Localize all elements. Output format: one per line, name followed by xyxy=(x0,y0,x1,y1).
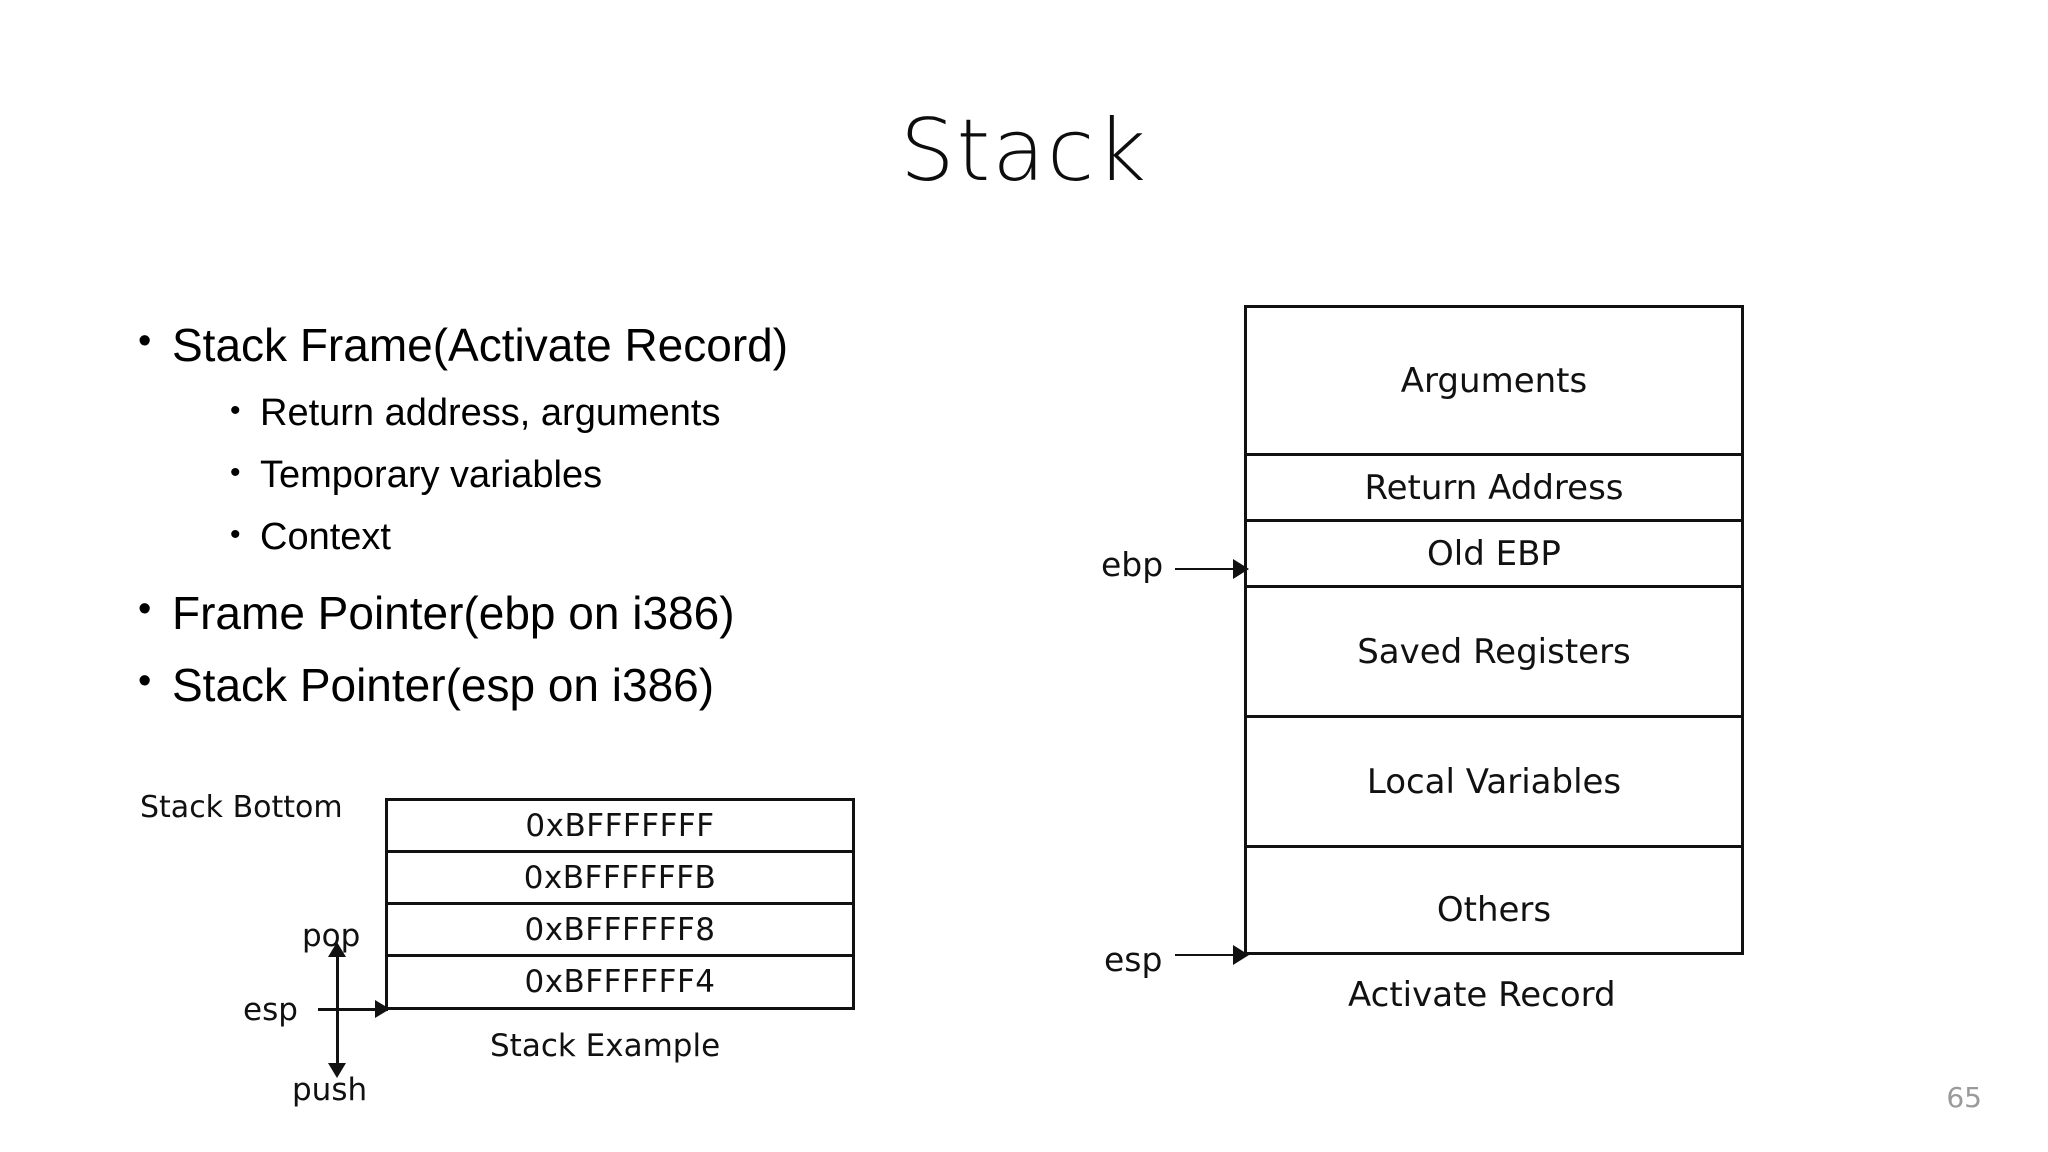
bullet-marker-icon: • xyxy=(230,394,241,427)
bullet-text: Stack Pointer(esp on i386) xyxy=(172,659,715,711)
esp-pointer-arrow-icon-right xyxy=(1175,945,1249,965)
bullet-marker-icon: • xyxy=(230,456,241,489)
stack-example-box: 0xBFFFFFFF 0xBFFFFFFB 0xBFFFFFF8 0xBFFFF… xyxy=(385,798,855,1010)
stack-cell-1: 0xBFFFFFFB xyxy=(388,853,852,905)
frame-cell-saved-registers: Saved Registers xyxy=(1247,588,1741,718)
esp-label-right: esp xyxy=(1104,940,1163,979)
frame-cell-arguments: Arguments xyxy=(1247,308,1741,456)
bullet-marker-icon: • xyxy=(138,320,152,362)
frame-cell-return-address: Return Address xyxy=(1247,456,1741,522)
bullet-text: Temporary variables xyxy=(260,454,603,496)
frame-cell-old-ebp: Old EBP xyxy=(1247,522,1741,588)
arrowhead-up-icon xyxy=(328,942,346,957)
bullet-text: Context xyxy=(260,516,391,558)
arrowhead-down-icon xyxy=(328,1063,346,1078)
frame-cell-local-variables: Local Variables xyxy=(1247,718,1741,848)
bullet-marker-icon: • xyxy=(230,518,241,551)
bullet-marker-icon: • xyxy=(138,588,152,630)
stack-example-caption: Stack Example xyxy=(490,1028,721,1064)
bullet-marker-icon: • xyxy=(138,660,152,702)
activate-record-box: Arguments Return Address Old EBP Saved R… xyxy=(1244,305,1744,955)
page-number: 65 xyxy=(1946,1081,1982,1114)
bullet-level2-temporary-variables: • Temporary variables xyxy=(230,456,1038,494)
esp-pointer-arrow-icon-left xyxy=(318,1000,390,1018)
page-title: Stack xyxy=(899,101,1149,201)
bullet-text: Return address, arguments xyxy=(260,392,721,434)
bullet-level1-stack-pointer: • Stack Pointer(esp on i386) xyxy=(138,659,1038,711)
stack-bottom-label: Stack Bottom xyxy=(140,790,343,825)
bullet-list: • Stack Frame(Activate Record) • Return … xyxy=(138,319,1038,734)
bullet-level2-return-address: • Return address, arguments xyxy=(230,394,1038,432)
stack-cell-3: 0xBFFFFFF4 xyxy=(524,964,716,1000)
arrowhead-right-icon xyxy=(1233,559,1249,579)
arrowhead-right-icon xyxy=(375,1000,390,1018)
stack-cell-2: 0xBFFFFFF8 xyxy=(388,905,852,957)
activate-record-caption: Activate Record xyxy=(1348,975,1616,1015)
bullet-level2-context: • Context xyxy=(230,518,1038,556)
stack-cell-0: 0xBFFFFFFF xyxy=(388,801,852,853)
arrowhead-right-icon xyxy=(1233,945,1249,965)
bullet-level1-frame-pointer: • Frame Pointer(ebp on i386) xyxy=(138,587,1038,639)
frame-cell-others: Others xyxy=(1436,890,1552,930)
bullet-text: Stack Frame(Activate Record) xyxy=(172,319,789,371)
push-label: push xyxy=(292,1072,368,1108)
ebp-pointer-arrow-icon xyxy=(1175,559,1249,579)
ebp-label: ebp xyxy=(1101,545,1164,584)
bullet-text: Frame Pointer(ebp on i386) xyxy=(172,587,735,639)
bullet-level1-stack-frame: • Stack Frame(Activate Record) xyxy=(138,319,1038,371)
esp-label-left: esp xyxy=(243,992,298,1028)
